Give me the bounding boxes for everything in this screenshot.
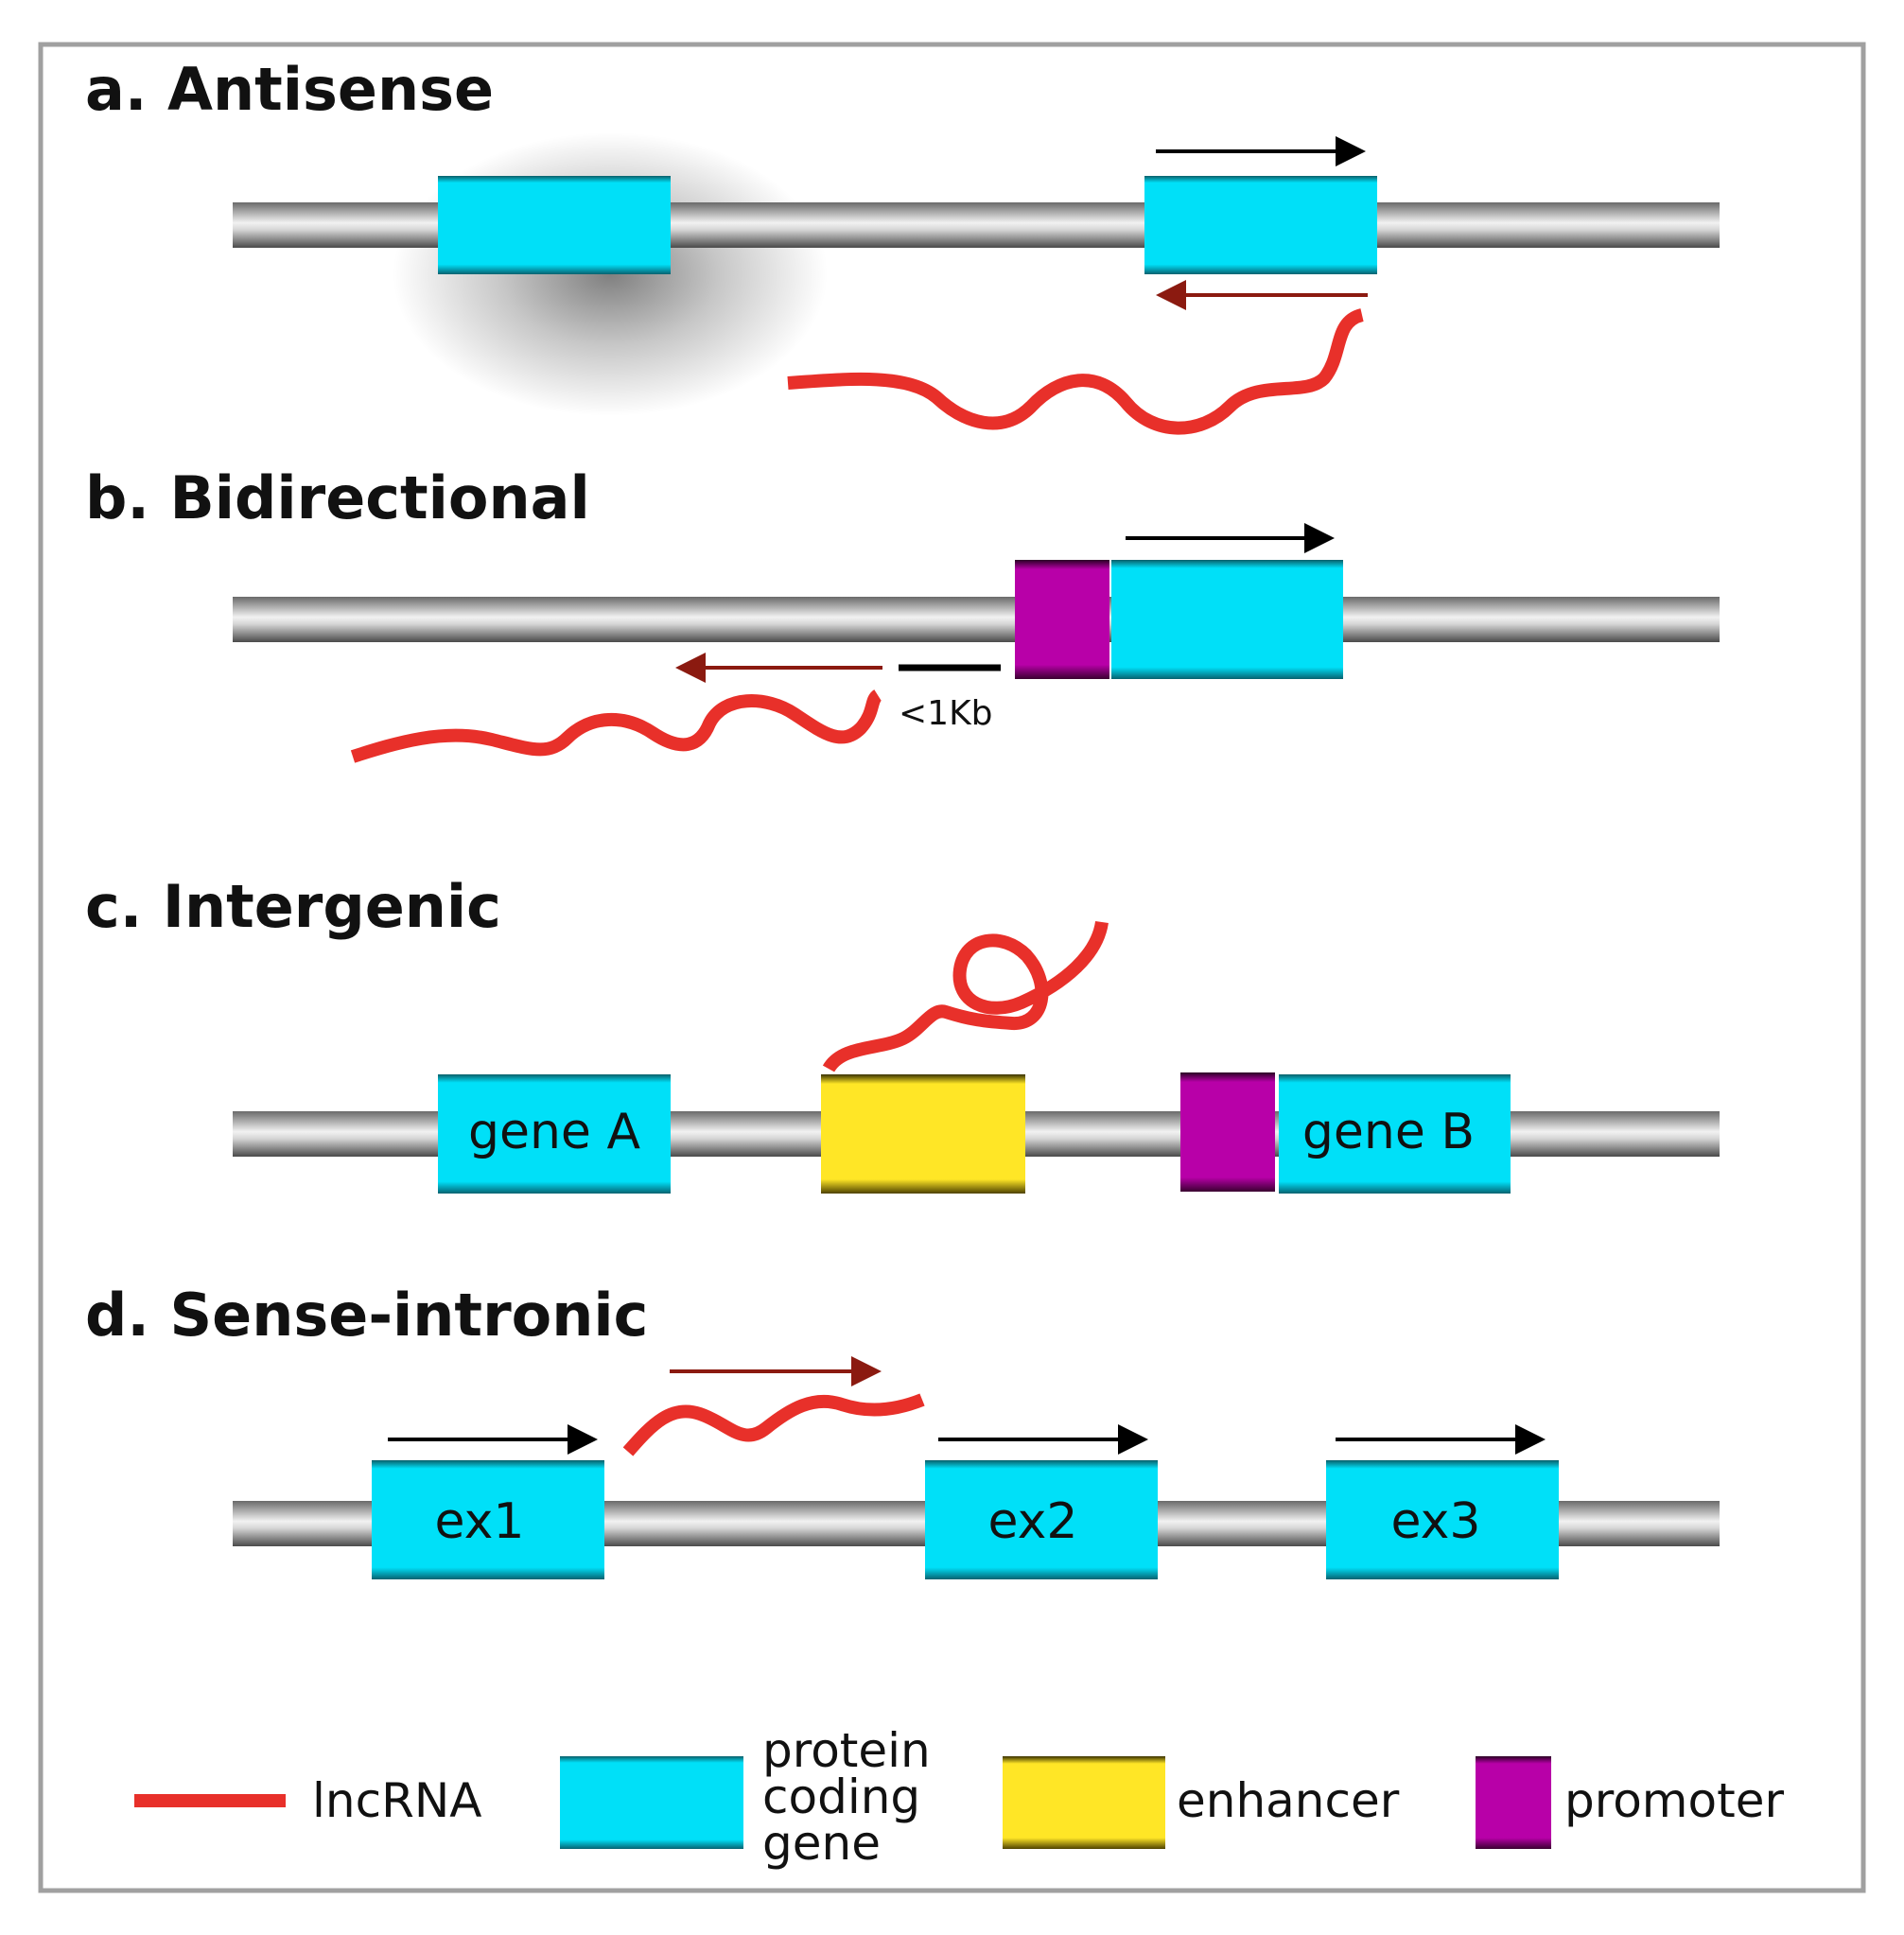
panel-sense-intronic: d. Sense-intronic ex1 ex2 ex3	[85, 1281, 1720, 1579]
exon-1-label: ex1	[435, 1493, 525, 1550]
legend-protein-coding-label-1: protein	[762, 1723, 931, 1778]
gene-a-box	[438, 1074, 671, 1194]
gene-b-label: gene B	[1302, 1104, 1475, 1160]
exon-2-label: ex2	[988, 1493, 1078, 1550]
protein-coding-gene-b	[1111, 560, 1343, 679]
promoter-b	[1015, 560, 1109, 679]
legend: lncRNA protein coding gene enhancer prom…	[134, 1723, 1784, 1871]
legend-protein-coding-label-2: coding	[762, 1769, 920, 1824]
distance-label: <1Kb	[899, 694, 993, 733]
legend-protein-coding-swatch	[560, 1756, 743, 1849]
lncrna-intergenic	[822, 920, 1109, 1073]
legend-enhancer-label: enhancer	[1177, 1773, 1400, 1828]
panel-a-title: a. Antisense	[85, 55, 494, 124]
legend-promoter-label: promoter	[1564, 1773, 1784, 1828]
legend-promoter-swatch	[1476, 1756, 1551, 1849]
legend-protein-coding-label-3: gene	[762, 1816, 881, 1871]
exon-1-box	[372, 1460, 604, 1579]
legend-lncrna-label: lncRNA	[312, 1773, 481, 1828]
protein-coding-gene-a1	[438, 176, 671, 274]
exon-2-box	[925, 1460, 1158, 1579]
panel-b-title: b. Bidirectional	[85, 463, 590, 532]
panel-d-title: d. Sense-intronic	[85, 1281, 648, 1350]
lncrna-bidirectional	[350, 689, 882, 763]
lncrna-sense-intronic	[622, 1393, 925, 1456]
gene-a-label: gene A	[468, 1104, 640, 1160]
panel-c-title: c. Intergenic	[85, 872, 501, 941]
outer-frame	[38, 42, 1866, 1893]
panel-bidirectional: b. Bidirectional <1Kb	[85, 463, 1720, 763]
panel-antisense: a. Antisense	[85, 55, 1720, 435]
enhancer-c	[821, 1074, 1025, 1194]
panel-intergenic: c. Intergenic gene A gene B	[85, 872, 1720, 1194]
exon-3-label: ex3	[1391, 1493, 1481, 1550]
promoter-c	[1180, 1072, 1275, 1192]
lncrna-antisense	[787, 308, 1365, 435]
exon-3-box	[1326, 1460, 1559, 1579]
legend-enhancer-swatch	[1003, 1756, 1165, 1849]
chromosome-b	[233, 597, 1720, 642]
protein-coding-gene-a2	[1144, 176, 1377, 274]
gene-b-box	[1279, 1074, 1511, 1194]
